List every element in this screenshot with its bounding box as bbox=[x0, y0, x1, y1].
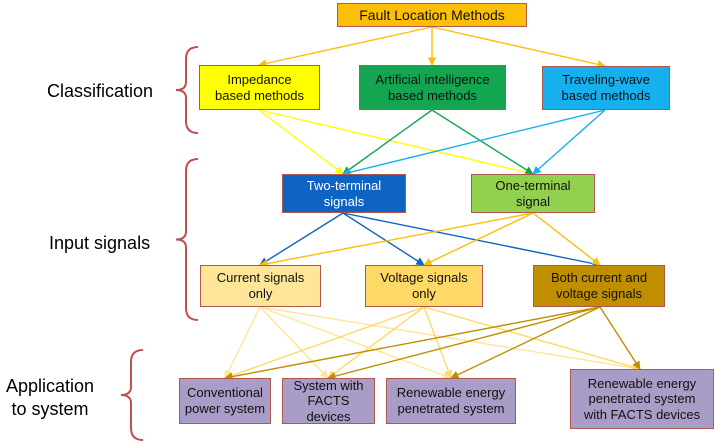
node-fault-location-methods: Fault Location Methods bbox=[337, 3, 527, 27]
arrow-edge bbox=[259, 306, 641, 372]
arrow-edge bbox=[342, 109, 433, 175]
node-conventional-power-system: Conventional power system bbox=[179, 378, 271, 424]
arrow-edge bbox=[224, 306, 425, 380]
arrow-edge bbox=[431, 109, 534, 175]
arrow-edge bbox=[450, 306, 601, 379]
node-renewable-system-with-facts-devices: Renewable energy penetrated system with … bbox=[570, 369, 714, 429]
brace-application bbox=[120, 349, 144, 441]
arrow-edge bbox=[259, 212, 344, 266]
arrow-edge bbox=[224, 306, 601, 381]
arrow-edge bbox=[532, 212, 601, 266]
node-one-terminal-signal: One-terminal signal bbox=[471, 174, 595, 213]
arrow-edge bbox=[327, 306, 601, 381]
brace-layer bbox=[120, 46, 199, 441]
node-current-signals-only: Current signals only bbox=[200, 265, 321, 307]
section-label-classification: Classification bbox=[47, 81, 154, 101]
arrow-edge bbox=[327, 306, 425, 379]
arrow-edge bbox=[342, 212, 601, 268]
arrow-edge bbox=[423, 212, 534, 266]
edge-layer bbox=[224, 26, 641, 381]
arrow-edge bbox=[258, 26, 433, 68]
arrow-edge bbox=[532, 109, 606, 175]
arrow-edge bbox=[224, 306, 261, 379]
arrow-edge bbox=[342, 109, 606, 177]
arrow-edge bbox=[259, 212, 534, 268]
arrow-edge bbox=[431, 26, 606, 69]
node-system-with-facts-devices: System with FACTS devices bbox=[282, 378, 375, 424]
section-label-input-signals: Input signals bbox=[49, 233, 151, 253]
section-label-application: Application to system bbox=[5, 376, 95, 419]
brace-input-signals bbox=[175, 158, 199, 321]
node-traveling-wave-based-methods: Traveling-wave based methods bbox=[542, 66, 670, 110]
node-voltage-signals-only: Voltage signals only bbox=[365, 265, 483, 307]
brace-classification bbox=[175, 46, 199, 134]
node-renewable-energy-penetrated-system: Renewable energy penetrated system bbox=[386, 378, 516, 424]
arrow-edge bbox=[259, 306, 329, 379]
node-two-terminal-signals: Two-terminal signals bbox=[282, 174, 406, 213]
arrow-edge bbox=[258, 109, 534, 177]
arrow-edge bbox=[258, 109, 344, 175]
arrow-edge bbox=[423, 306, 641, 371]
node-ai-based-methods: Artificial intelligence based methods bbox=[359, 65, 506, 110]
arrow-edge bbox=[259, 306, 452, 380]
arrow-edge bbox=[423, 306, 453, 379]
arrow-edge bbox=[599, 306, 641, 370]
node-impedance-based-methods: Impedance based methods bbox=[199, 65, 320, 110]
node-both-current-voltage-signals: Both current and voltage signals bbox=[533, 265, 665, 307]
arrow-edge bbox=[342, 212, 425, 266]
